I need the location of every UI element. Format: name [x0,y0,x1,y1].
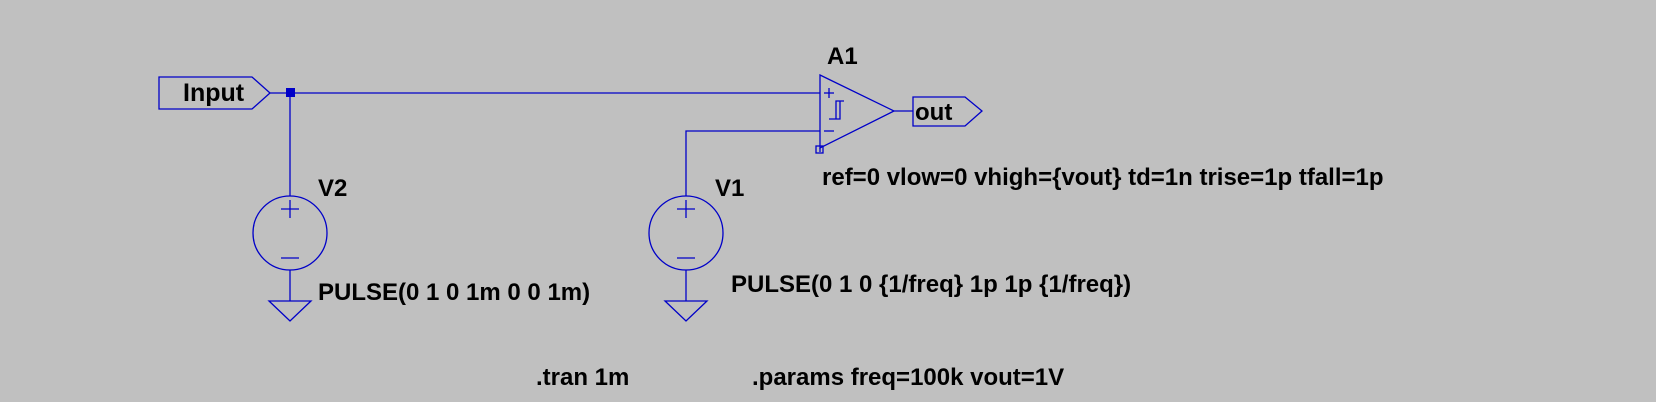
junction-dot [286,88,295,97]
v1-name: V1 [715,175,744,202]
comparator-pin-box [815,145,824,154]
schmitt-trigger-icon [829,100,844,120]
output-label-text: out [915,99,952,126]
voltage-source-v2[interactable]: V2 PULSE(0 1 0 1m 0 0 1m) [252,175,590,322]
input-label-text: Input [183,79,245,107]
comparator-name: A1 [827,43,858,70]
params-directive[interactable]: .params freq=100k vout=1V [752,364,1064,391]
comparator-triangle [819,73,896,150]
v2-ground-icon [267,300,313,322]
wire-v1-to-comparator[interactable] [685,130,820,196]
v1-value: PULSE(0 1 0 {1/freq} 1p 1p {1/freq}) [731,271,1131,298]
output-net-label[interactable]: out [912,96,984,127]
input-flag-shape [158,76,271,110]
v1-ground-icon [663,300,709,322]
comparator-a1[interactable]: A1 ref=0 vlow=0 vhigh={vout} td=1n trise… [815,43,1384,191]
tran-directive[interactable]: .tran 1m [536,364,629,391]
input-net-label[interactable]: Input [158,76,271,110]
voltage-source-v1[interactable]: V1 PULSE(0 1 0 {1/freq} 1p 1p {1/freq}) [648,175,1131,322]
output-flag-shape [912,96,984,127]
v2-name: V2 [318,175,347,202]
v2-value: PULSE(0 1 0 1m 0 0 1m) [318,279,590,306]
comparator-params: ref=0 vlow=0 vhigh={vout} td=1n trise=1p… [822,164,1384,191]
